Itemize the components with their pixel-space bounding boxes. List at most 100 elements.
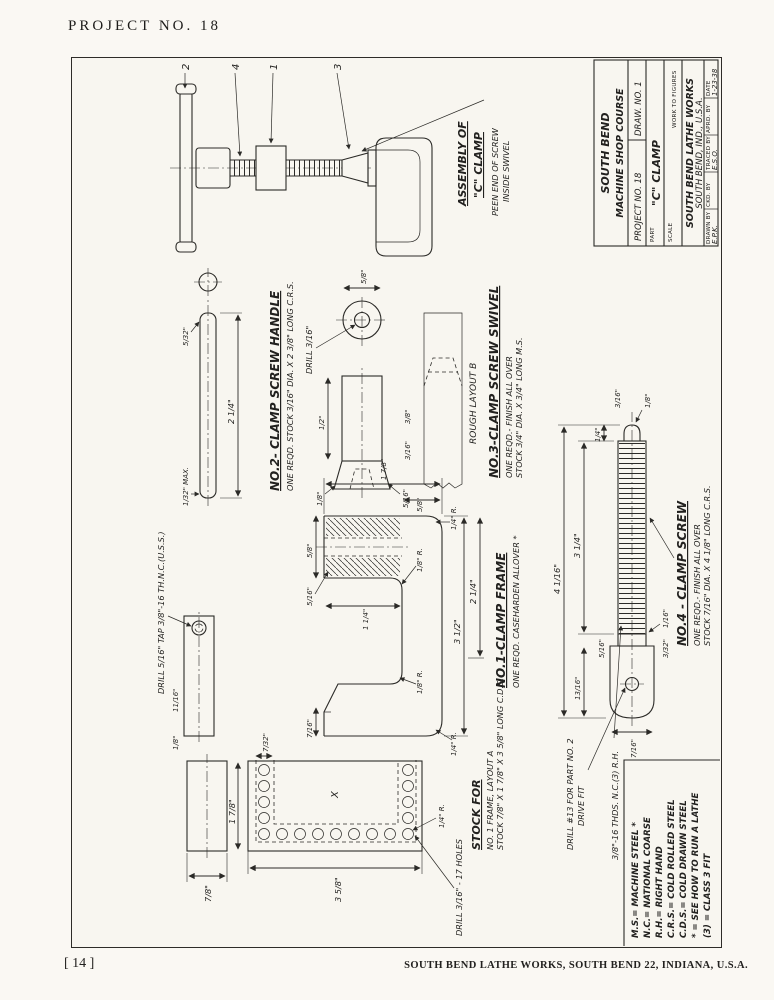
stock-drill-note: DRILL 3/16" - 17 HOLES xyxy=(454,839,464,936)
assembly-title-1: ASSEMBLY OF xyxy=(456,121,469,207)
screw-dim-1: 3 1/4" xyxy=(572,533,582,558)
screw-dim-7: 1/16" xyxy=(662,609,670,628)
stock-dim-thickness: 7/8" xyxy=(203,885,213,902)
titleblock-traced-by: E.S.O. xyxy=(711,149,719,170)
frame-drawing: DRILL 5/16" TAP 3/8"-16 TH.N.C.(U.S.S.) … xyxy=(156,459,521,756)
screw-subtitle-1: ONE REQD.- FINISH ALL OVER xyxy=(692,524,702,646)
frame-dim-8: 11/16" xyxy=(172,689,180,712)
assembly-note-2: INSIDE SWIVEL xyxy=(501,140,511,202)
balloon-4: 4 xyxy=(231,64,242,70)
rotated-drawing-area: 7/8" 1 7/8" 3 5/8" xyxy=(72,58,720,946)
frame-dim-0: 3 1/2" xyxy=(452,619,462,644)
screw-dim-8: 3/16" xyxy=(614,389,622,408)
titleblock-company-2: MACHINE SHOP COURSE xyxy=(615,88,626,218)
screw-title: NO.4 - CLAMP SCREW xyxy=(675,500,689,646)
frame-title: NO.1-CLAMP FRAME xyxy=(494,552,508,688)
stock-subtitle-1: NO. 1 FRAME, LAYOUT A xyxy=(485,750,495,850)
frame-drill-tap-note: DRILL 5/16" TAP 3/8"-16 TH.N.C.(U.S.S.) xyxy=(156,531,166,694)
screw-dim-3: 5/16" xyxy=(598,639,606,658)
titleblock-date-label: DATE xyxy=(706,80,712,96)
frame-dim-13: 1/4" R. xyxy=(450,506,458,530)
frame-dim-3: 1 1/4" xyxy=(362,609,370,630)
stock-x-mark: X xyxy=(330,790,341,799)
frame-dim-4: 5/8" xyxy=(306,544,314,559)
legend-line-2: R.H.= RIGHT HAND xyxy=(655,846,665,938)
screw-dim-0: 4 1/16" xyxy=(552,564,562,594)
screw-drill-note-1: DRILL #13 FOR PART NO. 2 xyxy=(565,738,575,850)
handle-dim-1: 5/32" xyxy=(182,327,190,346)
titleblock-traced-by-label: TRACED BY xyxy=(706,136,712,171)
publisher-imprint: SOUTH BEND LATHE WORKS, SOUTH BEND 22, I… xyxy=(404,960,748,971)
screw-subtitle-2: STOCK 7/16" DIA. X 4 1/8" LONG C.R.S. xyxy=(702,485,712,646)
frame-dim-10: 1/8" R. xyxy=(416,670,424,694)
frame-dim-7: 7/16" xyxy=(306,719,314,738)
screw-thread-note: 3/8"-16 THDS. N.C.(3) R.H. xyxy=(610,751,620,860)
frame-dim-12: 1/4" R. xyxy=(450,732,458,756)
stock-title: STOCK FOR xyxy=(470,779,483,850)
swivel-dim-3: 5/16" xyxy=(402,489,410,508)
frame-dim-9: 1/8" xyxy=(172,736,180,751)
frame-subtitle: ONE REQD. CASEHARDEN ALLOVER * xyxy=(511,535,521,688)
stock-drill-holes xyxy=(258,764,414,840)
legend-line-4: C.D.S.= COLD DRAWN STEEL xyxy=(679,800,689,938)
stock-dim-radius: 1/4" R. xyxy=(438,804,446,828)
titleblock-aprd-by-label: APRD. BY xyxy=(706,104,712,133)
frame-dim-5: 5/8" xyxy=(416,498,424,513)
balloon-1: 1 xyxy=(269,64,280,70)
handle-dim-2: 1/32" MAX. xyxy=(182,467,190,506)
swivel-rough-layout-label: ROUGH LAYOUT B xyxy=(469,363,479,444)
titleblock-maker-2: SOUTH BEND, IND., U.S.A. xyxy=(695,97,705,208)
titleblock-draw-no: DRAW. NO. 1 xyxy=(634,81,644,136)
balloon-2: 2 xyxy=(181,64,192,70)
screw-dim-2: 13/16" xyxy=(574,677,582,700)
screw-drawing: 4 1/16" 3 1/4" 13/16" 5/16" 7/16" 1/4" 1… xyxy=(552,389,712,860)
screw-dim-9: 3/32" xyxy=(662,639,670,658)
legend-line-6: (3) = CLASS 3 FIT xyxy=(703,852,713,938)
titleblock-scale-value: WORK TO FIGURES xyxy=(672,70,678,128)
titleblock-company-1: SOUTH BEND xyxy=(599,113,612,194)
swivel-dim-2: 1/8" xyxy=(316,492,324,507)
legend-line-0: M.S.= MACHINE STEEL * xyxy=(631,822,641,938)
assembly-note-1: PEEN END OF SCREW xyxy=(490,127,500,216)
swivel-drawing: DRILL 3/16" 5/8" 1/2" 1/8" 5/16" 3/16" 3… xyxy=(304,270,524,509)
stock-dim-width: 1 7/8" xyxy=(227,799,237,824)
page-number: [ 14 ] xyxy=(64,956,95,971)
screw-dim-4: 7/16" xyxy=(630,739,638,758)
screw-dim-5: 1/4" xyxy=(594,428,602,443)
legend-line-3: C.R.S.= COLD ROLLED STEEL xyxy=(667,799,677,938)
stock-subtitle-2: STOCK 7/8" X 1 7/8" X 3 5/8" LONG C.D.S. xyxy=(495,678,505,850)
title-block: SOUTH BEND MACHINE SHOP COURSE PROJECT N… xyxy=(593,59,719,247)
titleblock-maker-1: SOUTH BEND LATHE WORKS xyxy=(685,78,696,228)
swivel-title: NO.3-CLAMP SCREW SWIVEL xyxy=(487,286,501,478)
titleblock-drawn-by-label: DRAWN BY xyxy=(706,211,712,244)
screw-drill-note-2: DRIVE FIT xyxy=(576,785,586,826)
titleblock-drawn-by: E.P.K. xyxy=(711,225,719,244)
frame-dim-11: 1/8" R. xyxy=(416,548,424,572)
screw-dim-6: 1/8" xyxy=(644,394,652,409)
handle-drawing: 2 1/4" 5/32" 1/32" MAX. NO.2- CLAMP SCRE… xyxy=(182,268,295,506)
titleblock-scale-label: SCALE xyxy=(668,222,674,242)
stock-dim-length: 3 5/8" xyxy=(333,877,343,902)
titleblock-part-label: PART xyxy=(650,227,656,242)
handle-title: NO.2- CLAMP SCREW HANDLE xyxy=(268,290,282,491)
titleblock-ckd-by-label: CKD. BY xyxy=(706,182,712,207)
frame-dim-1: 2 1/4" xyxy=(468,579,478,604)
assembly-drawing: 2 4 1 3 ASSEMBLY OF "C" CLAMP PEEN END O… xyxy=(170,64,511,257)
engineering-drawing: 7/8" 1 7/8" 3 5/8" xyxy=(156,59,720,946)
stock-layout-drawing: 7/8" 1 7/8" 3 5/8" xyxy=(186,678,505,936)
legend-line-1: N.C.= NATIONAL COARSE xyxy=(643,817,653,938)
stock-dim-hole-spacing: 7/32" xyxy=(262,733,270,752)
assembly-title-2: "C" CLAMP xyxy=(472,132,485,198)
swivel-subtitle-1: ONE REQD.- FINISH ALL OVER xyxy=(504,356,514,478)
swivel-dim-5: 3/8" xyxy=(404,410,412,425)
legend-line-5: * = SEE HOW TO RUN A LATHE xyxy=(691,792,701,938)
titleblock-project: PROJECT NO. 18 xyxy=(634,172,644,241)
swivel-dim-1: 1/2" xyxy=(318,416,326,431)
legend-box: M.S.= MACHINE STEEL * N.C.= NATIONAL COA… xyxy=(623,759,720,946)
page-title: PROJECT NO. 18 xyxy=(68,18,221,34)
handle-subtitle: ONE REQD. STOCK 3/16" DIA. X 2 3/8" LONG… xyxy=(285,281,295,491)
frame-dim-6: 5/16" xyxy=(306,587,314,606)
titleblock-part-name: "C" CLAMP xyxy=(650,140,663,206)
swivel-dim-4: 3/16" xyxy=(404,441,412,460)
